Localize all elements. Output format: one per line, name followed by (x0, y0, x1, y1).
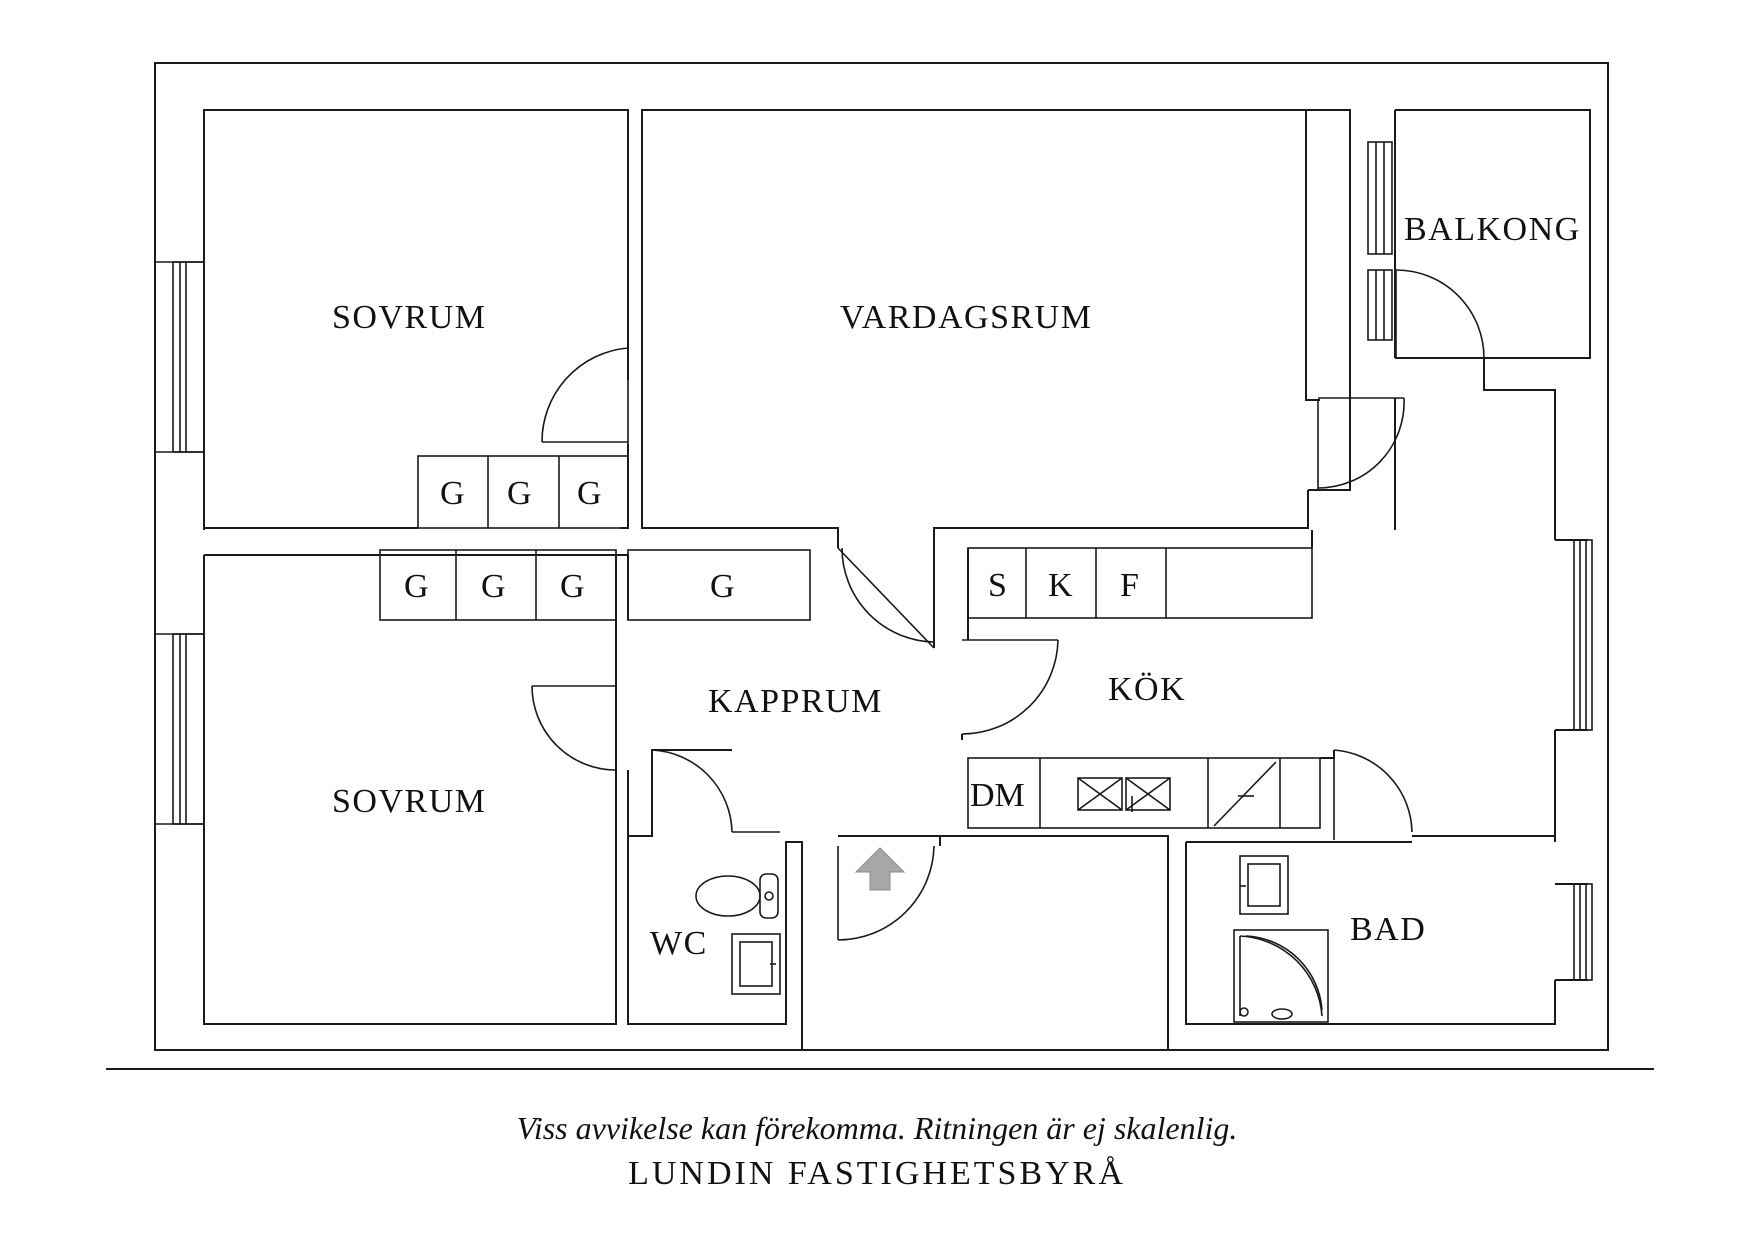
dishwasher-label: DM (970, 777, 1025, 814)
room-wc (627, 749, 803, 1050)
room-vardagsrum (641, 110, 1405, 548)
wardrobe-bottom: G G G G (379, 549, 811, 621)
wardrobe-label: G (560, 568, 585, 605)
room-label-bad: BAD (1350, 911, 1426, 948)
room-label-balkong: BALKONG (1404, 211, 1581, 248)
kitchen-unit-label: S (988, 567, 1007, 604)
room-bad (1185, 749, 1593, 1025)
kitchen-unit-label: K (1048, 567, 1073, 604)
outer-walls (154, 62, 1609, 1051)
room-kok: S K F DM (940, 530, 1555, 1050)
disclaimer-text: Viss avvikelse kan förekomma. Ritningen … (516, 1110, 1238, 1146)
wardrobe-label: G (440, 475, 465, 512)
footer-divider (106, 1068, 1654, 1070)
wardrobe-label: G (481, 568, 506, 605)
kitchen-unit-label: F (1120, 567, 1139, 604)
room-balkong (1367, 109, 1591, 540)
room-sovrum-top (155, 110, 629, 529)
room-label-wc: WC (650, 925, 708, 962)
room-label-kok: KÖK (1108, 671, 1186, 708)
wardrobe-label: G (710, 568, 735, 605)
room-label-vardagsrum: VARDAGSRUM (840, 299, 1092, 336)
room-label-sovrum-bottom: SOVRUM (332, 783, 486, 820)
room-label-sovrum-top: SOVRUM (332, 299, 486, 336)
room-labels: SOVRUM VARDAGSRUM BALKONG SOVRUM KAPPRUM… (332, 211, 1581, 962)
wardrobe-label: G (577, 475, 602, 512)
window-kitchen (1554, 539, 1593, 842)
brand-name: LUNDIN FASTIGHETSBYRÅ (628, 1155, 1126, 1192)
room-kapprum (615, 540, 1059, 941)
room-label-kapprum: KAPPRUM (708, 683, 883, 720)
wardrobe-top: G G G (417, 455, 629, 529)
wardrobe-label: G (404, 568, 429, 605)
room-sovrum-bottom (155, 633, 617, 825)
wardrobe-label: G (507, 475, 532, 512)
